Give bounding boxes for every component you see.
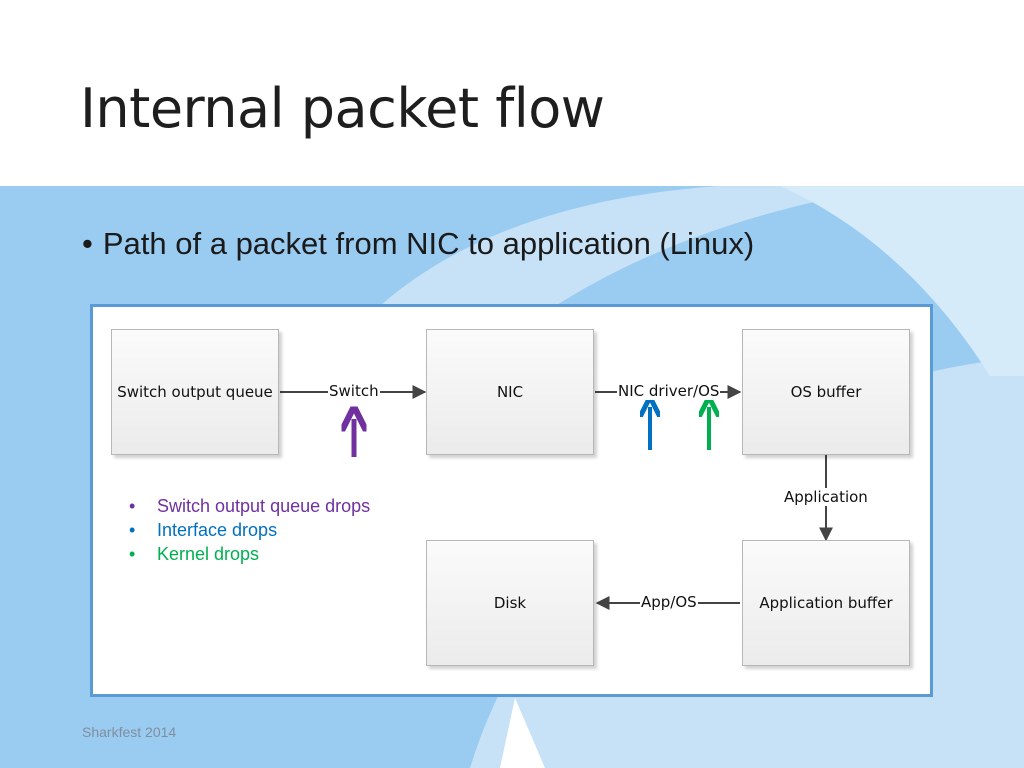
flow-diagram: Switch output queue NIC OS buffer Disk A…	[90, 304, 933, 697]
nic-box: NIC	[426, 329, 594, 455]
drop-legend: Switch output queue drops Interface drop…	[123, 494, 370, 566]
application-buffer-box: Application buffer	[742, 540, 910, 666]
switch-output-queue-box: Switch output queue	[111, 329, 279, 455]
application-label: Application	[783, 488, 869, 506]
legend-item-switch-queue-drops: Switch output queue drops	[123, 494, 370, 518]
bullet-point: • Path of a packet from NIC to applicatio…	[82, 226, 754, 262]
bullet-text: Path of a packet from NIC to application…	[102, 226, 755, 261]
nic-driver-os-label: NIC driver/OS	[617, 382, 721, 400]
switch-label: Switch	[328, 382, 380, 400]
bullet-dot: •	[82, 226, 93, 261]
legend-item-kernel-drops: Kernel drops	[123, 542, 370, 566]
disk-box: Disk	[426, 540, 594, 666]
slide-title: Internal packet flow	[80, 77, 605, 140]
os-buffer-box: OS buffer	[742, 329, 910, 455]
footer-text: Sharkfest 2014	[82, 724, 177, 740]
app-os-label: App/OS	[640, 593, 698, 611]
legend-item-interface-drops: Interface drops	[123, 518, 370, 542]
